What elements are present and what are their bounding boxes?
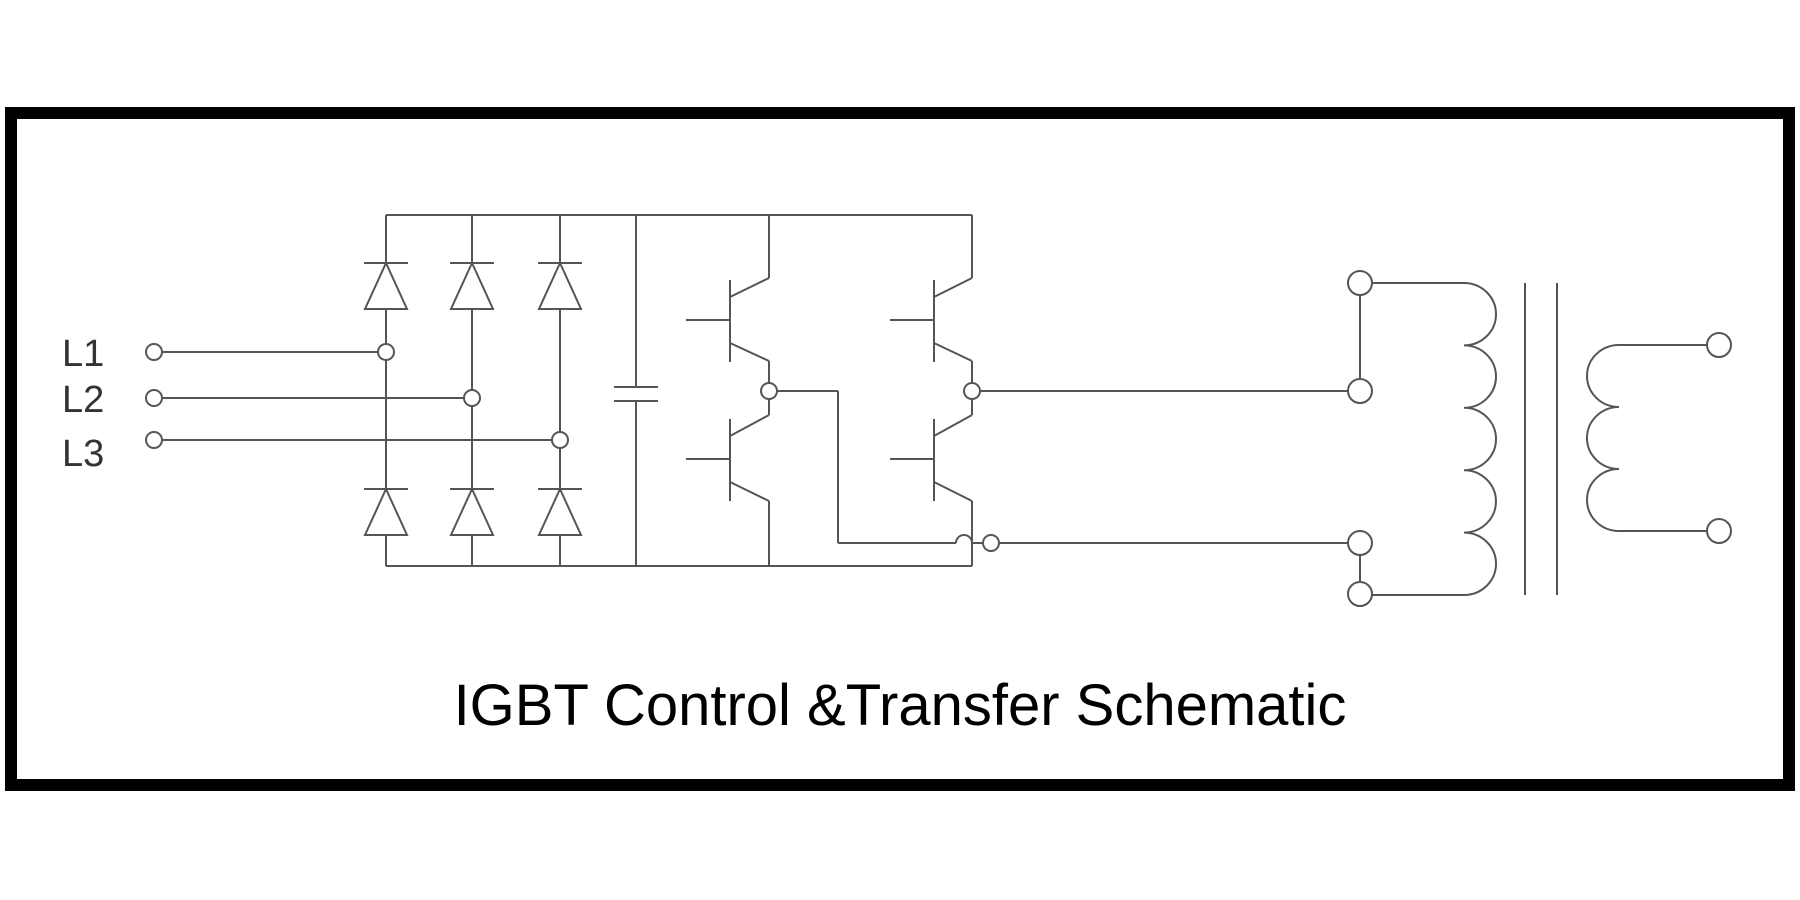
phase-label-l2: L2 bbox=[62, 379, 104, 421]
phase-label-l3: L3 bbox=[62, 433, 104, 475]
input-terminal-l1 bbox=[145, 343, 163, 361]
dc-capacitor bbox=[614, 215, 658, 566]
transformer-primary-winding bbox=[1372, 282, 1497, 596]
diode-lower-1 bbox=[363, 486, 409, 536]
diode-lower-2 bbox=[449, 486, 495, 536]
input-terminal-l3 bbox=[145, 431, 163, 449]
midpoint-left bbox=[760, 382, 778, 400]
igbt-leg-right bbox=[890, 215, 973, 566]
diagram-frame bbox=[5, 107, 1795, 791]
diode-upper-3 bbox=[537, 260, 583, 310]
junction-l3 bbox=[551, 431, 569, 449]
diode-lower-3 bbox=[537, 486, 583, 536]
diagram-caption: IGBT Control &Transfer Schematic bbox=[453, 673, 1347, 738]
output-node-lower bbox=[982, 534, 1000, 552]
transformer-secondary-winding bbox=[1586, 332, 1732, 544]
diode-upper-1 bbox=[363, 260, 409, 310]
midpoint-right bbox=[963, 382, 981, 400]
junction-l2 bbox=[463, 389, 481, 407]
igbt-leg-left bbox=[686, 215, 770, 566]
primary-terminals bbox=[1347, 270, 1373, 607]
phase-label-l1: L1 bbox=[62, 333, 104, 375]
input-terminal-l2 bbox=[145, 389, 163, 407]
output-wiring bbox=[777, 390, 1351, 544]
diode-upper-2 bbox=[449, 260, 495, 310]
junction-l1 bbox=[377, 343, 395, 361]
input-lines bbox=[154, 351, 560, 441]
transformer-core bbox=[1524, 283, 1558, 595]
